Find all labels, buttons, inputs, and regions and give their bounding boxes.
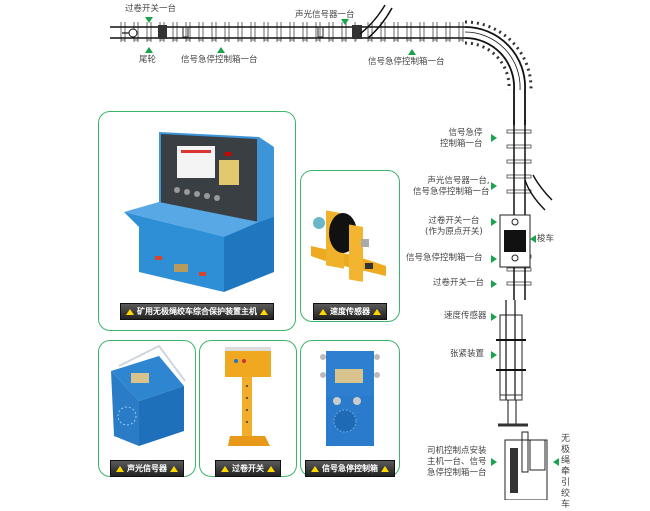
label-sound-light-signal-top: 声光信号器一台 bbox=[295, 10, 355, 20]
marker-icon bbox=[530, 235, 536, 243]
product-card-main-unit: 矿用无极绳绞车综合保护装置主机 bbox=[98, 111, 296, 331]
label-emergency-box-right-1: 信号急停 控制箱一台 bbox=[440, 128, 483, 149]
marker-icon bbox=[145, 17, 153, 23]
label-driver-station: 司机控制点安装 主机一台、信号 急停控制箱一台 bbox=[427, 446, 487, 478]
product-card-speed-sensor: 速度传感器 bbox=[300, 170, 400, 322]
product-card-emergency-box: 信号急停控制箱 bbox=[300, 340, 400, 477]
marker-icon bbox=[491, 280, 497, 288]
marker-icon bbox=[491, 313, 497, 321]
marker-icon bbox=[341, 19, 349, 25]
warning-icon bbox=[373, 308, 381, 315]
marker-icon bbox=[145, 47, 153, 53]
label-emergency-box-right-2: 信号急停控制箱一台 bbox=[406, 253, 483, 263]
label-emergency-box-top-1: 信号急停控制箱一台 bbox=[181, 55, 258, 65]
warning-icon bbox=[170, 465, 178, 472]
marker-icon bbox=[491, 458, 497, 466]
label-signal-and-box-right: 声光信号器一台, 信号急停控制箱一台 bbox=[413, 176, 490, 197]
label-shuttle-car: 梭车 bbox=[537, 234, 555, 244]
marker-icon bbox=[491, 182, 497, 190]
label-winch-vertical: 无极绳牵引绞车 bbox=[561, 434, 571, 510]
warning-icon bbox=[260, 308, 268, 315]
label-tensioner: 张紧装置 bbox=[450, 349, 485, 359]
label-emergency-box-top-2: 信号急停控制箱一台 bbox=[368, 57, 445, 67]
overwind-switch-image bbox=[225, 347, 271, 446]
warning-icon bbox=[267, 465, 275, 472]
track-diagram bbox=[110, 4, 553, 500]
main-unit-image bbox=[124, 132, 274, 292]
label-top-overwind-switch: 过卷开关一台 bbox=[125, 4, 177, 14]
product-card-overwind-switch: 过卷开关 bbox=[199, 340, 297, 477]
label-overwind-switch-right: 过卷开关一台 bbox=[433, 278, 485, 288]
marker-icon bbox=[491, 255, 497, 263]
marker-icon bbox=[491, 218, 497, 226]
marker-icon bbox=[408, 49, 416, 55]
product-card-sound-light-signal: 声光信号器 bbox=[98, 340, 196, 477]
caption-main-unit: 矿用无极绳绞车综合保护装置主机 bbox=[120, 303, 274, 320]
speed-sensor-image bbox=[311, 210, 386, 282]
label-speed-sensor: 速度传感器 bbox=[444, 311, 487, 321]
marker-icon bbox=[553, 458, 559, 466]
sound-light-signal-image bbox=[111, 344, 186, 446]
warning-icon bbox=[116, 465, 124, 472]
caption-emergency-box: 信号急停控制箱 bbox=[305, 460, 395, 477]
marker-icon bbox=[491, 134, 497, 142]
emergency-box-image bbox=[320, 351, 380, 446]
caption-overwind-switch: 过卷开关 bbox=[215, 460, 281, 477]
marker-icon bbox=[491, 351, 497, 359]
warning-icon bbox=[319, 308, 327, 315]
warning-icon bbox=[311, 465, 319, 472]
warning-icon bbox=[381, 465, 389, 472]
label-origin-switch: 过卷开关一台 (作为原点开关) bbox=[425, 216, 483, 237]
caption-sound-light-signal: 声光信号器 bbox=[110, 460, 184, 477]
label-tail-wheel: 尾轮 bbox=[139, 55, 157, 65]
warning-icon bbox=[221, 465, 229, 472]
warning-icon bbox=[126, 308, 134, 315]
marker-icon bbox=[217, 47, 225, 53]
caption-speed-sensor: 速度传感器 bbox=[313, 303, 387, 320]
